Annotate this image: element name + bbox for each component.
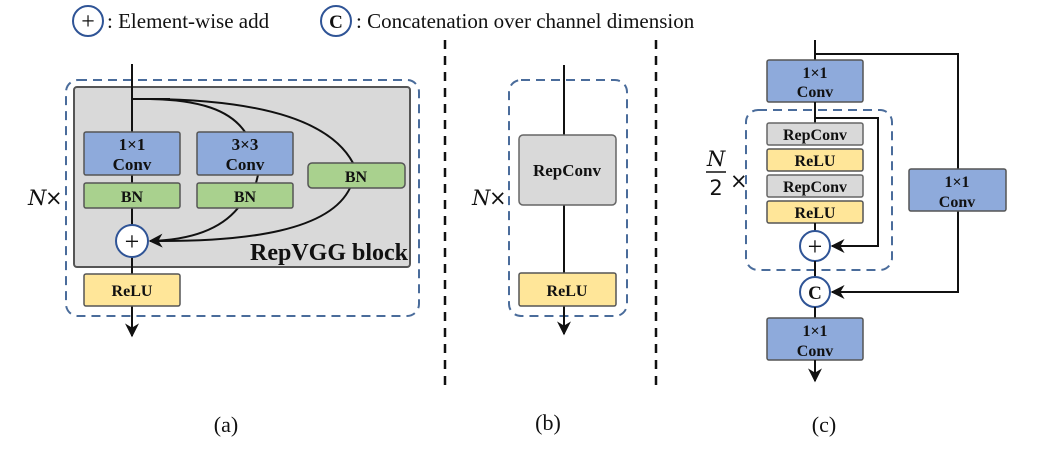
legend-concat-symbol: C xyxy=(329,12,343,33)
panel-c-multiplier-numerator: N xyxy=(706,147,726,171)
repvgg-block-title: RepVGG block xyxy=(250,240,409,266)
concat-node-symbol: C xyxy=(808,283,822,304)
conv-3x3-box xyxy=(196,131,294,176)
relu-1-box xyxy=(766,148,864,172)
conv-bottom-label-1: 1×1 xyxy=(802,323,827,340)
conv-side-label-2: Conv xyxy=(939,194,975,211)
legend-concat-icon xyxy=(320,5,352,37)
conv-top-label-2: Conv xyxy=(797,84,833,101)
conv-top-label-1: 1×1 xyxy=(802,65,827,82)
relu-label: ReLU xyxy=(547,283,588,300)
panel-b-multiplier-x: × xyxy=(489,186,507,210)
repconv-1-label: RepConv xyxy=(783,127,847,144)
add-node-icon xyxy=(115,224,149,258)
panel-c-multiplier-x: × xyxy=(730,169,748,193)
conv-side-box xyxy=(908,168,1007,212)
relu-box xyxy=(83,273,181,307)
panel-b-multiplier-n: N xyxy=(471,186,491,210)
panel-a: 1×1 Conv 3×3 Conv BN BN BN + RepVGG bloc… xyxy=(27,64,420,437)
repconv-2-box xyxy=(766,174,864,198)
panel-a-multiplier-x: × xyxy=(45,186,63,210)
add-node-symbol: + xyxy=(808,232,823,261)
panel-c-multiplier-denominator: 2 xyxy=(709,176,722,200)
conv-bottom-label-2: Conv xyxy=(797,343,833,360)
repconv-2-label: RepConv xyxy=(783,179,847,196)
relu-1-label: ReLU xyxy=(795,153,836,170)
bn-right-label: BN xyxy=(345,169,368,186)
bn-middle-label: BN xyxy=(234,189,257,206)
branch-bn-line xyxy=(149,98,354,164)
conv-side-label-1: 1×1 xyxy=(944,174,969,191)
legend-add-symbol: + xyxy=(81,9,95,35)
relu-label: ReLU xyxy=(112,283,153,300)
side-branch-line xyxy=(815,53,959,169)
conv-3x3-label-2: Conv xyxy=(226,155,265,174)
panel-b-repeat-region xyxy=(508,79,628,317)
conv-1x1-label-1: 1×1 xyxy=(119,135,146,154)
panel-c-repeat-region xyxy=(745,109,893,271)
relu-2-label: ReLU xyxy=(795,205,836,222)
panel-c: 1×1 Conv RepConv ReLU RepConv ReLU + C 1… xyxy=(706,40,1007,437)
panel-a-repeat-region xyxy=(65,79,420,317)
legend-concat-label: : Concatenation over channel dimension xyxy=(356,9,695,33)
panel-b: RepConv ReLU N × (b) xyxy=(471,65,628,435)
add-node-symbol: + xyxy=(125,227,140,256)
legend: + : Element-wise add C : Concatenation o… xyxy=(72,5,695,37)
panel-a-multiplier-n: N xyxy=(27,186,47,210)
legend-add-label: : Element-wise add xyxy=(107,9,270,33)
bn-middle-box xyxy=(196,182,294,209)
side-branch-return xyxy=(830,211,959,299)
relu-box xyxy=(518,272,617,307)
conv-3x3-label-1: 3×3 xyxy=(232,135,259,154)
residual-skip-line xyxy=(815,117,879,253)
conv-1x1-label-2: Conv xyxy=(113,155,152,174)
panel-c-label: (c) xyxy=(812,412,836,437)
repconv-1-box xyxy=(766,122,864,146)
panel-a-label: (a) xyxy=(214,412,238,437)
bn-right-box xyxy=(307,162,406,189)
panel-b-label: (b) xyxy=(535,410,561,435)
repconv-label: RepConv xyxy=(533,161,602,180)
repconv-box xyxy=(518,134,617,206)
conv3x3-bn-link xyxy=(255,174,259,184)
branch-bn-return xyxy=(149,187,351,243)
bn-left-box xyxy=(83,182,181,209)
legend-add-icon xyxy=(72,5,104,37)
bn-left-label: BN xyxy=(121,189,144,206)
conv-1x1-box xyxy=(83,131,181,176)
